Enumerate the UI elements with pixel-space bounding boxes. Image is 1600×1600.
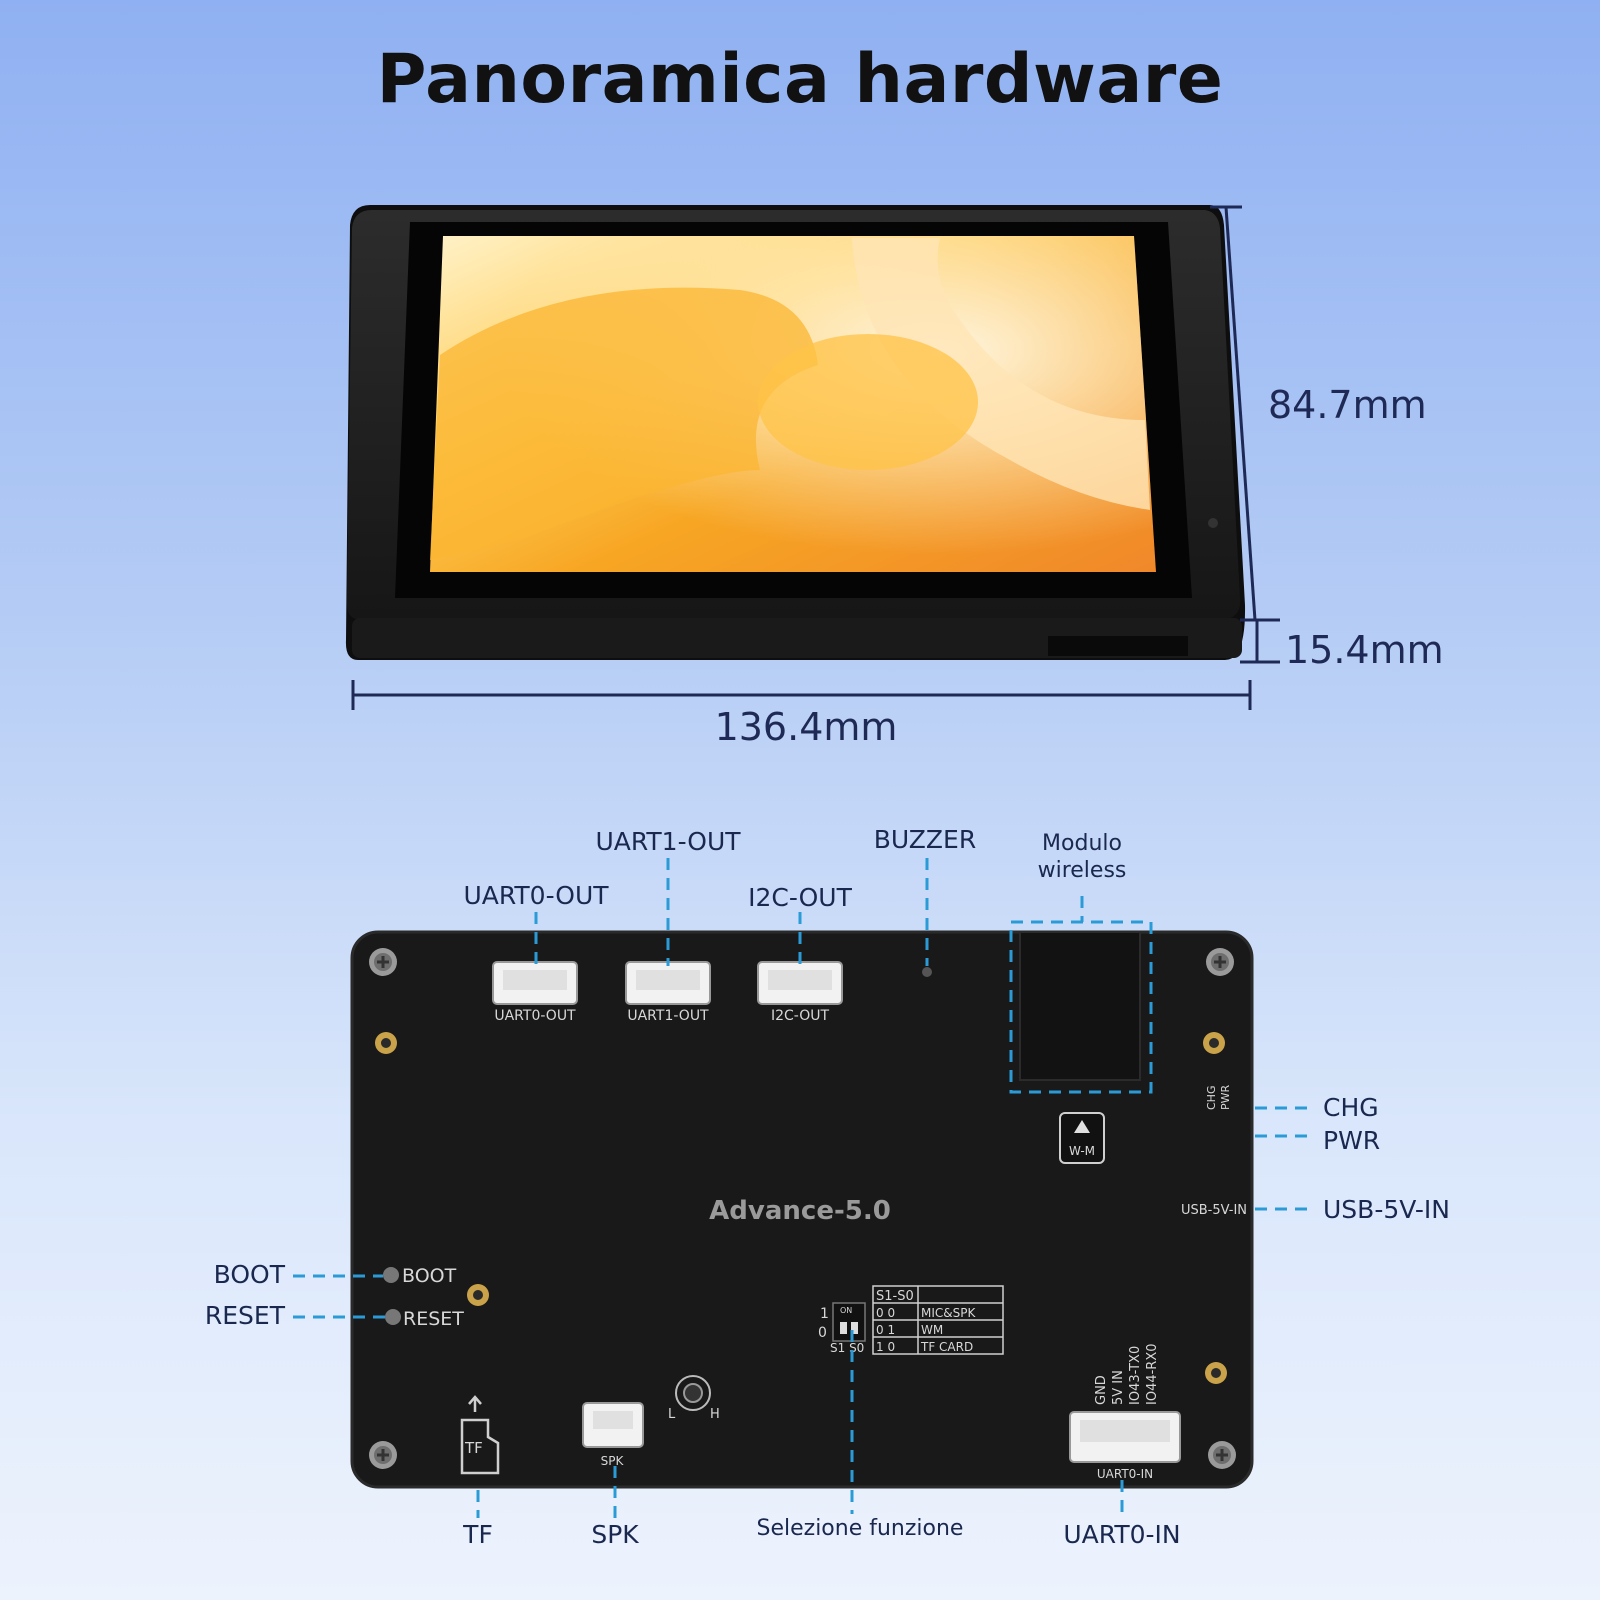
- svg-text:0 0: 0 0: [876, 1306, 895, 1320]
- screw-icon: [1208, 1441, 1236, 1469]
- triangle-icon: [1074, 1120, 1090, 1133]
- silk-chg: CHG: [1205, 1086, 1218, 1110]
- page-title: Panoramica hardware: [376, 40, 1224, 119]
- connector-spk: [582, 1402, 644, 1448]
- silk-tf: TF: [464, 1439, 483, 1457]
- svg-text:ON: ON: [840, 1306, 852, 1315]
- connector-uart0-in: [1069, 1411, 1181, 1463]
- silk-uart0-out: UART0-OUT: [494, 1008, 576, 1024]
- callout-chg: CHG: [1323, 1093, 1379, 1122]
- arrow-up-icon: [468, 1395, 482, 1412]
- silk-pin-5v: 5V IN: [1111, 1370, 1126, 1405]
- camera-dot: [1208, 518, 1218, 528]
- tf-card-icon: [460, 1395, 500, 1475]
- callout-wireless-line2: wireless: [1038, 858, 1127, 883]
- screw-icon: [369, 1441, 397, 1469]
- svg-text:S1 S0: S1 S0: [830, 1341, 864, 1355]
- height-dimension: [1210, 205, 1280, 664]
- board-name: Advance-5.0: [709, 1196, 891, 1226]
- svg-text:S1-S0: S1-S0: [876, 1289, 914, 1304]
- silk-i2c-out: I2C-OUT: [771, 1008, 830, 1024]
- depth-label: 15.4mm: [1285, 628, 1444, 672]
- wireless-module: [1009, 920, 1153, 1094]
- callout-reset: RESET: [205, 1301, 286, 1330]
- svg-text:0 1: 0 1: [876, 1323, 895, 1337]
- connector-i2c-out: [757, 961, 843, 1005]
- boot-button: [383, 1267, 399, 1283]
- screw-icon: [1206, 948, 1234, 976]
- brass-standoffs: [375, 1032, 1227, 1384]
- svg-text:H: H: [710, 1407, 720, 1422]
- connector-uart0-out: [492, 961, 578, 1005]
- screw-icon: [369, 948, 397, 976]
- svg-text:WM: WM: [921, 1323, 943, 1337]
- svg-text:L: L: [668, 1407, 676, 1422]
- callout-uart1-out: UART1-OUT: [595, 827, 741, 856]
- silk-uart0-in: UART0-IN: [1097, 1467, 1153, 1481]
- silk-spk: SPK: [601, 1454, 625, 1468]
- silk-boot: BOOT: [402, 1265, 457, 1287]
- callout-boot: BOOT: [214, 1260, 286, 1289]
- width-label: 136.4mm: [715, 705, 898, 749]
- silk-pin-gnd: GND: [1094, 1375, 1109, 1405]
- svg-text:1: 1: [820, 1306, 829, 1322]
- callout-buzzer: BUZZER: [874, 825, 976, 854]
- callout-tf: TF: [462, 1520, 493, 1549]
- svg-text:1 0: 1 0: [876, 1340, 895, 1354]
- silk-usb: USB-5V-IN: [1181, 1203, 1247, 1218]
- volume-knob-icon: [675, 1375, 711, 1411]
- svg-text:W-M: W-M: [1069, 1144, 1095, 1158]
- callout-uart0-out: UART0-OUT: [463, 881, 609, 910]
- screws: [369, 948, 1236, 1469]
- silk-reset: RESET: [403, 1308, 464, 1330]
- callout-spk: SPK: [591, 1520, 639, 1549]
- width-dimension: [351, 680, 1252, 710]
- callout-uart0-in: UART0-IN: [1063, 1520, 1180, 1549]
- dip-switch: [832, 1302, 866, 1342]
- connector-uart1-out: [625, 961, 711, 1005]
- callout-function-select: Selezione funzione: [757, 1516, 964, 1541]
- svg-text:0: 0: [818, 1325, 827, 1341]
- callout-i2c-out: I2C-OUT: [748, 883, 852, 912]
- svg-text:TF CARD: TF CARD: [920, 1340, 973, 1354]
- buzzer-hole: [922, 967, 932, 977]
- sd-slot: [1048, 636, 1188, 656]
- callout-pwr: PWR: [1323, 1126, 1380, 1155]
- callout-usb: USB-5V-IN: [1323, 1195, 1450, 1224]
- silk-uart1-out: UART1-OUT: [627, 1008, 709, 1024]
- wm-button: W-M: [1059, 1112, 1105, 1164]
- reset-button: [385, 1309, 401, 1325]
- height-label: 84.7mm: [1268, 383, 1427, 427]
- display-device: [345, 205, 1246, 660]
- silk-pin-rx: IO44-RX0: [1145, 1343, 1160, 1405]
- silk-pin-tx: IO43-TX0: [1128, 1346, 1143, 1405]
- callout-leaders: [293, 858, 1310, 1518]
- switch-table: [872, 1285, 1004, 1355]
- silk-pwr: PWR: [1219, 1084, 1232, 1110]
- callout-wireless-line1: Modulo: [1042, 831, 1122, 856]
- svg-text:MIC&SPK: MIC&SPK: [921, 1306, 976, 1320]
